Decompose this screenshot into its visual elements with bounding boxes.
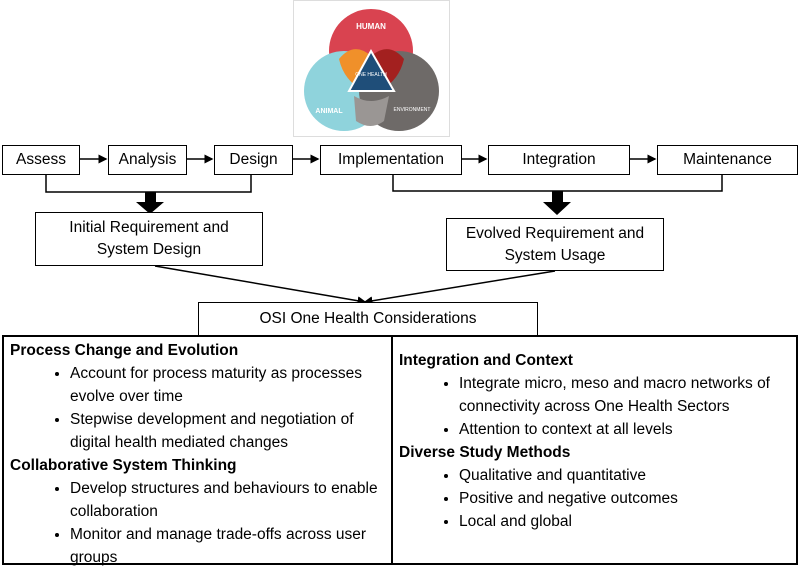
left-considerations-panel: Process Change and Evolution Account for…	[2, 335, 393, 566]
right-considerations-panel: Integration and Context Integrate micro,…	[391, 335, 798, 565]
list-item: Integrate micro, meso and macro networks…	[459, 372, 790, 418]
svg-text:ONE HEALTH: ONE HEALTH	[355, 72, 387, 78]
stage-analysis: Analysis	[108, 145, 187, 175]
initial-requirement-box: Initial Requirement and System Design	[35, 212, 263, 266]
evolved-requirement-box: Evolved Requirement and System Usage	[446, 218, 664, 271]
stage-assess: Assess	[2, 145, 80, 175]
section-heading: Process Change and Evolution	[10, 342, 239, 359]
list-item: Qualitative and quantitative	[459, 464, 790, 487]
list-item: Develop structures and behaviours to ena…	[70, 477, 385, 523]
list-item: Account for process maturity as processe…	[70, 362, 385, 408]
svg-text:ANIMAL: ANIMAL	[315, 108, 343, 115]
stage-maintenance: Maintenance	[657, 145, 798, 175]
stage-design: Design	[214, 145, 293, 175]
list-item: Attention to context at all levels	[459, 418, 790, 441]
considerations-title: OSI One Health Considerations	[198, 302, 538, 336]
section-heading: Collaborative System Thinking	[10, 457, 237, 474]
list-item: Stepwise development and negotiation of …	[70, 408, 385, 454]
section-heading: Integration and Context	[399, 352, 573, 369]
stage-implementation: Implementation	[320, 145, 462, 175]
list-item: Monitor and manage trade-offs across use…	[70, 523, 385, 569]
list-item: Positive and negative outcomes	[459, 487, 790, 510]
list-item: Local and global	[459, 510, 790, 533]
stage-integration: Integration	[488, 145, 630, 175]
svg-text:HUMAN: HUMAN	[356, 22, 386, 31]
section-heading: Diverse Study Methods	[399, 444, 571, 461]
svg-text:ENVIRONMENT: ENVIRONMENT	[394, 107, 431, 113]
one-health-logo: HUMAN ONE HEALTH ANIMAL ENVIRONMENT	[293, 0, 450, 137]
